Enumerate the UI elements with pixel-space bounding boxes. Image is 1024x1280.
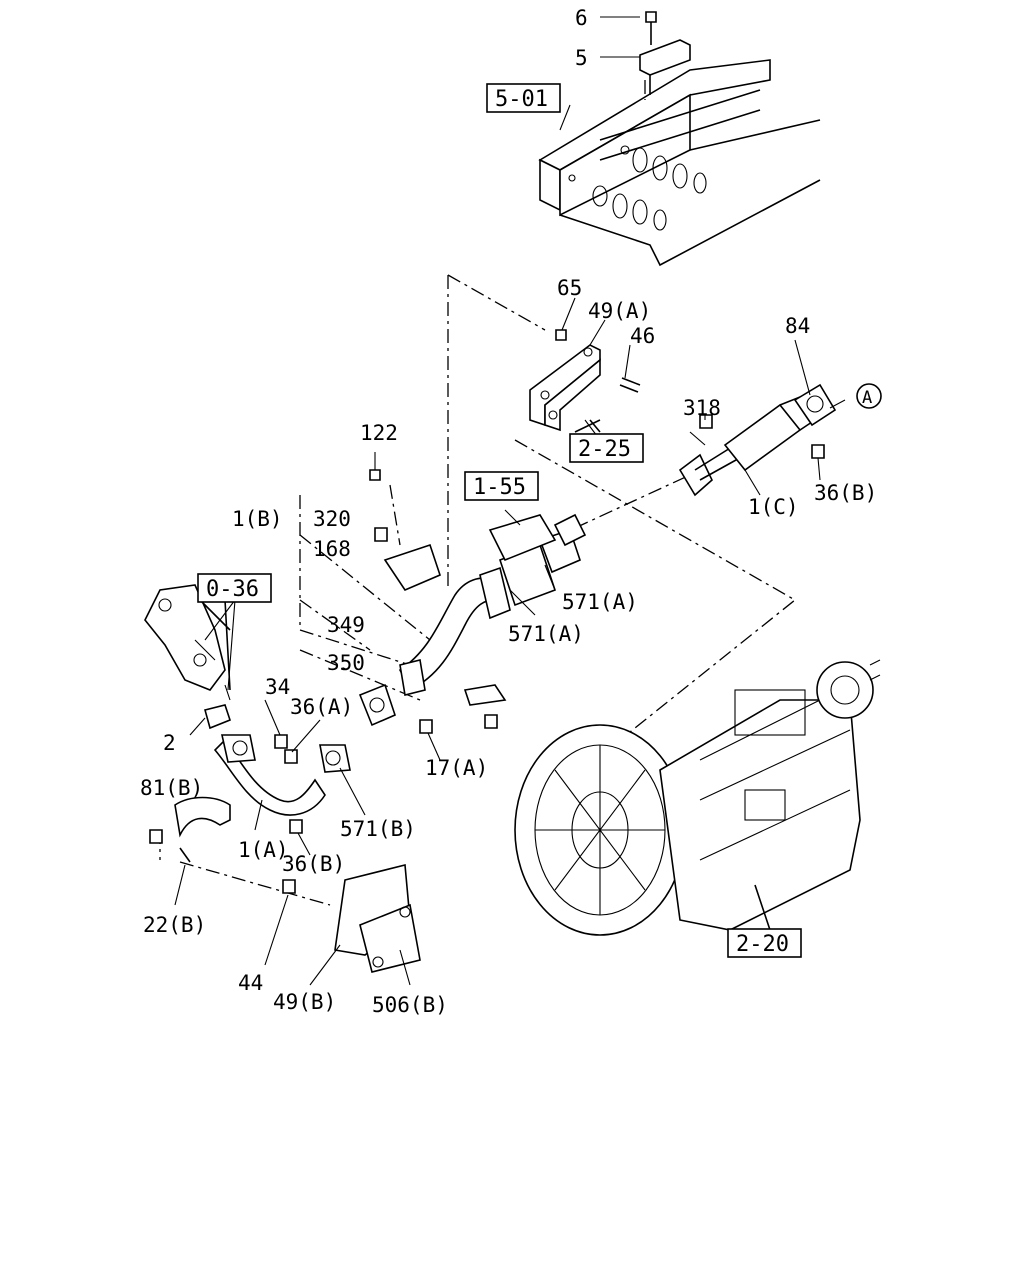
svg-text:A: A	[862, 388, 872, 408]
svg-text:5-01: 5-01	[495, 87, 548, 112]
bracket-49b	[282, 863, 421, 973]
pipe-1b	[369, 469, 587, 734]
callout-1b: 1(B)	[232, 507, 283, 531]
callout-506b: 506(B)	[372, 993, 448, 1017]
callout-349: 349	[327, 613, 365, 637]
callout-1c: 1(C)	[748, 495, 799, 519]
callout-318: 318	[683, 396, 721, 420]
callout-168: 168	[313, 537, 351, 561]
callout-84: 84	[785, 314, 810, 338]
callout-5: 5	[575, 46, 588, 70]
callout-2: 2	[163, 731, 176, 755]
frame-crossmember	[538, 11, 821, 267]
callout-34: 34	[265, 675, 290, 699]
callout-17a: 17(A)	[425, 756, 488, 780]
callout-350: 350	[327, 651, 365, 675]
callout-122: 122	[360, 421, 398, 445]
svg-text:2-20: 2-20	[736, 932, 789, 957]
transmission	[514, 659, 881, 936]
callout-571a-upper: 571(A)	[562, 590, 638, 614]
callout-1a: 1(A)	[238, 838, 289, 862]
assembly-lines	[159, 80, 797, 906]
ref-0-36: 0-36	[197, 573, 272, 603]
bracket-49a-group	[529, 329, 641, 433]
ref-5-01: 5-01	[486, 83, 561, 113]
callout-44: 44	[238, 971, 263, 995]
callout-22b: 22(B)	[143, 913, 206, 937]
callout-320: 320	[313, 507, 351, 531]
callout-36b-left: 36(B)	[282, 852, 345, 876]
svg-text:2-25: 2-25	[578, 437, 631, 462]
ref-2-25: 2-25	[569, 433, 644, 463]
callout-49b: 49(B)	[273, 990, 336, 1014]
callout-36b-right: 36(B)	[814, 481, 877, 505]
callout-571b: 571(B)	[340, 817, 416, 841]
ref-2-20: 2-20	[727, 928, 802, 958]
svg-text:1-55: 1-55	[473, 475, 526, 500]
callout-49a: 49(A)	[588, 299, 651, 323]
callout-46: 46	[630, 324, 655, 348]
svg-text:0-36: 0-36	[206, 577, 259, 602]
pipe-1c	[678, 383, 837, 497]
exhaust-manifold	[144, 584, 231, 701]
callout-36a: 36(A)	[290, 695, 353, 719]
ref-1-55: 1-55	[464, 471, 539, 501]
callout-65: 65	[557, 276, 582, 300]
pipe-1a	[149, 683, 396, 863]
callout-571a-lower: 571(A)	[508, 622, 584, 646]
reference-boxes: 5-01 2-25 1-55 0-36 2-20	[197, 83, 802, 958]
circle-marker-a: A	[856, 383, 882, 409]
callout-labels: 6 5 65 49(A) 46 318 84 122 1(B) 320 168 …	[140, 6, 877, 1017]
callout-81b: 81(B)	[140, 776, 203, 800]
callout-6: 6	[575, 6, 588, 30]
